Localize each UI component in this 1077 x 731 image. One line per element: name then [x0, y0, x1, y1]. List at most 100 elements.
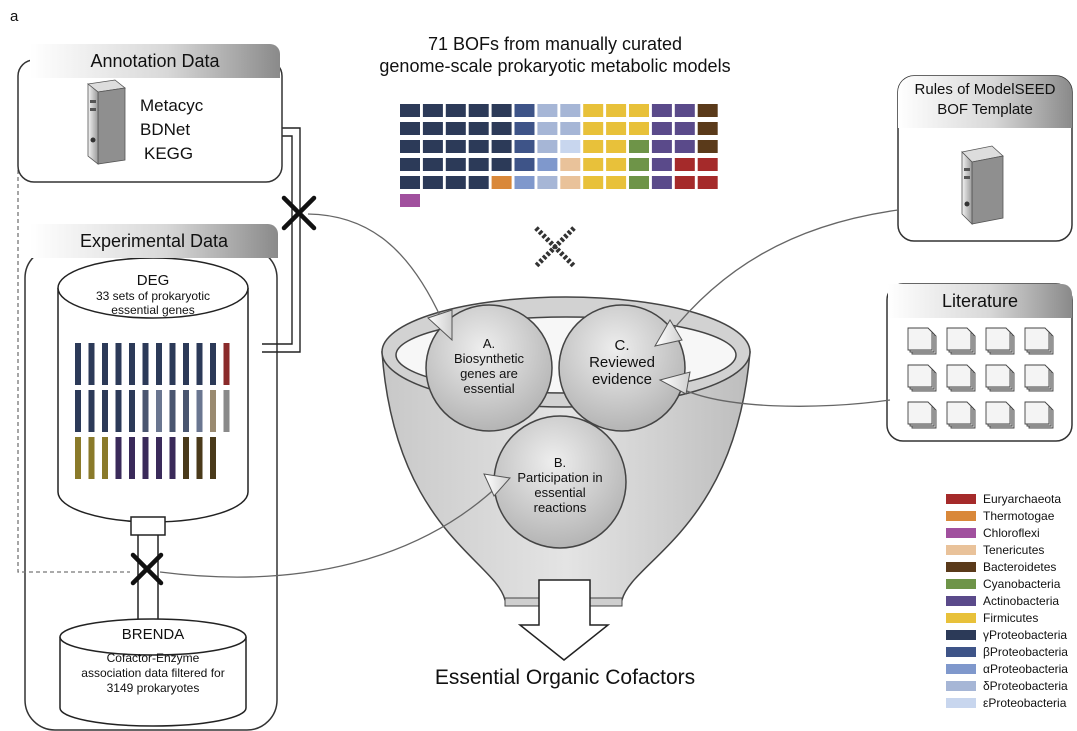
brenda-desc-line3: 3149 prokaryotes — [106, 681, 200, 695]
criterion-c-line: Reviewed — [589, 354, 655, 371]
deg-gene-bar — [156, 437, 162, 479]
bof-title: 71 BOFs from manually curated genome-sca… — [330, 33, 780, 77]
bof-cell — [491, 104, 512, 117]
bof-cell — [422, 104, 443, 117]
criterion-b-line: essential — [534, 485, 586, 500]
document-stack-icon — [946, 364, 976, 392]
bof-cell — [697, 140, 718, 153]
document-stack-icon — [985, 327, 1015, 355]
legend-label: βProteobacteria — [983, 644, 1068, 659]
legend-item: γProteobacteria — [946, 626, 1068, 643]
bof-cell — [697, 104, 718, 117]
deg-gene-bar — [88, 390, 95, 432]
criterion-a-letter: A. — [482, 336, 496, 351]
deg-gene-bar — [75, 390, 81, 432]
criterion-label-b: B. Participation in essential reactions — [498, 455, 622, 515]
literature-documents — [907, 327, 1054, 429]
deg-gene-bar — [183, 437, 189, 479]
bof-cell — [400, 158, 420, 171]
document-stack-icon — [1024, 401, 1054, 429]
bof-cell — [422, 158, 443, 171]
x-mark-upper — [281, 195, 317, 231]
brenda-cylinder — [59, 618, 247, 727]
deg-gene-bar — [129, 343, 135, 385]
bof-cell — [583, 122, 604, 135]
bof-cell — [583, 140, 604, 153]
legend-label: Cyanobacteria — [983, 576, 1061, 591]
legend-item: Chloroflexi — [946, 524, 1068, 541]
flow-arrows — [159, 209, 899, 578]
brenda-desc-line1: Cofactor-Enzyme — [106, 651, 200, 665]
bof-cell — [629, 122, 649, 135]
bof-cell — [606, 104, 627, 117]
bof-cell — [400, 122, 420, 135]
bof-cell — [697, 122, 718, 135]
criterion-circle-a — [425, 304, 553, 432]
bof-cell — [537, 140, 558, 153]
document-stack-icon — [1024, 364, 1054, 392]
deg-gene-bar — [129, 437, 135, 479]
bof-cell — [537, 158, 558, 171]
bof-cell — [674, 140, 695, 153]
legend-swatch — [946, 510, 976, 521]
legend-swatch — [946, 527, 976, 538]
bof-cell — [537, 176, 558, 189]
bof-cell — [651, 140, 672, 153]
legend-item: αProteobacteria — [946, 660, 1068, 677]
legend-swatch — [946, 561, 976, 572]
bof-cell — [491, 122, 512, 135]
legend-swatch — [946, 595, 976, 606]
annotation-header: Annotation Data — [30, 44, 280, 78]
deg-gene-bar — [169, 343, 176, 385]
criterion-b-line: Participation in — [517, 470, 603, 485]
deg-gene-bar — [88, 437, 95, 479]
bof-cell — [697, 176, 718, 189]
modelseed-header-line2: BOF Template — [937, 101, 1033, 118]
bof-cell — [445, 104, 466, 117]
legend-swatch — [946, 493, 976, 504]
bof-cell — [514, 176, 535, 189]
deg-gene-bar — [102, 343, 108, 385]
bof-cell — [629, 176, 649, 189]
brenda-name: BRENDA — [121, 626, 185, 643]
deg-gene-bar — [196, 343, 203, 385]
annotation-dashed-connector — [17, 170, 130, 573]
brenda-label: BRENDA Cofactor-Enzyme association data … — [60, 626, 246, 696]
legend-label: αProteobacteria — [983, 661, 1068, 676]
deg-gene-bar — [142, 343, 149, 385]
legend-label: Chloroflexi — [983, 525, 1040, 540]
bof-cell — [445, 140, 466, 153]
bof-cell — [674, 122, 695, 135]
deg-gene-bar — [196, 437, 203, 479]
literature-header: Literature — [888, 284, 1072, 318]
bof-cell — [606, 176, 627, 189]
criterion-b-line: reactions — [533, 500, 587, 515]
legend-swatch — [946, 680, 976, 691]
document-stack-icon — [1024, 327, 1054, 355]
bof-cell — [697, 158, 718, 171]
bof-cell — [422, 176, 443, 189]
annotation-source: Metacyc — [140, 96, 204, 115]
document-stack-icon — [985, 364, 1015, 392]
legend-item: Thermotogae — [946, 507, 1068, 524]
server-icon — [87, 79, 126, 165]
output-arrow — [517, 579, 611, 661]
deg-gene-bar — [223, 390, 230, 432]
legend-item: Euryarchaeota — [946, 490, 1068, 507]
document-stack-icon — [946, 327, 976, 355]
deg-gene-bar — [169, 390, 176, 432]
bof-cell — [468, 158, 489, 171]
arrowheads — [427, 309, 691, 497]
legend-label: Actinobacteria — [983, 593, 1060, 608]
deg-gene-bar — [183, 343, 189, 385]
document-stack-icon — [907, 401, 937, 429]
bof-cell — [583, 158, 604, 171]
deg-desc-line2: essential genes — [111, 303, 195, 317]
bof-cell — [629, 158, 649, 171]
bof-cell — [514, 140, 535, 153]
deg-gene-bar — [210, 343, 216, 385]
bof-cell — [651, 158, 672, 171]
brenda-desc-line2: association data filtered for — [81, 666, 225, 680]
bof-cell — [422, 140, 443, 153]
annotation-sources: Metacyc BDNet KEGG — [140, 94, 203, 166]
